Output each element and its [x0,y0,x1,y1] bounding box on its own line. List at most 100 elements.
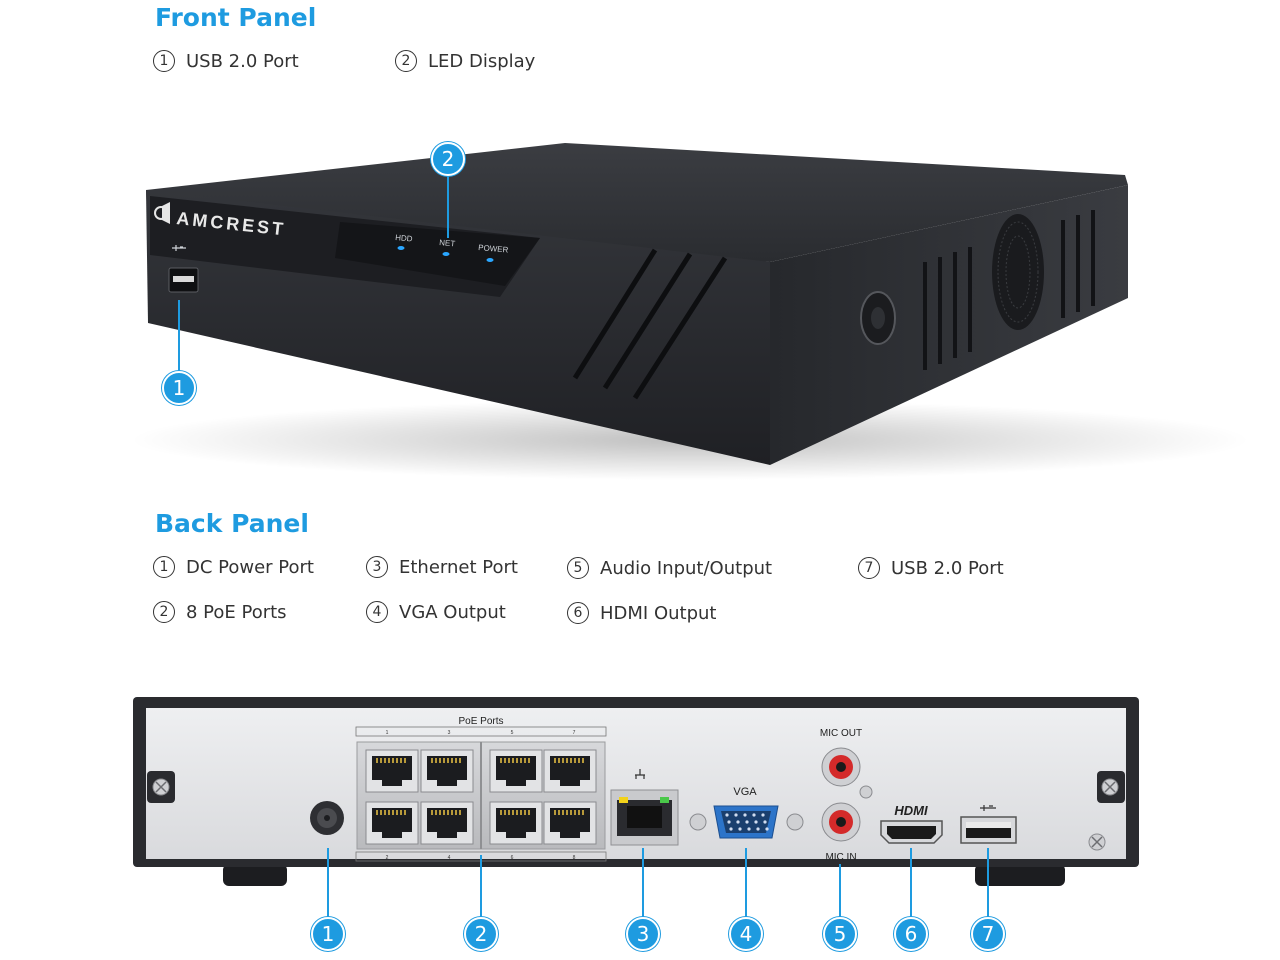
vga-pin [754,820,758,824]
poe-top-number: 7 [573,730,576,736]
vga-pin [747,827,751,831]
mic-in-label: MIC IN [825,852,856,863]
poe-top-number: 1 [386,730,389,736]
back-callout-3: 3 [626,917,660,951]
legend-number: 2 [395,50,417,72]
legend-label: Ethernet Port [399,556,518,578]
poe-jack-icon [543,801,597,845]
back-legend-item-audio: 5 Audio Input/Output [567,557,772,579]
vga-label: VGA [733,786,757,798]
led-indicator-hdd [397,246,405,250]
poe-jack-icon [365,749,419,793]
vga-pin [729,827,733,831]
mic-in-jack-icon [821,802,861,842]
dc-power-port-icon [310,801,344,835]
legend-label: DC Power Port [186,556,314,578]
legend-number: 1 [153,556,175,578]
back-legend-item-vga: 4 VGA Output [366,601,506,623]
hdmi-label: HDMI [894,803,928,818]
led-label-hdd: HDD [395,233,413,243]
vga-pin [761,813,765,817]
poe-bottom-number: 6 [511,855,514,861]
vga-pin [727,820,731,824]
vga-pin [745,820,749,824]
device-foot-right [975,864,1065,886]
legend-number: 2 [153,601,175,623]
led-indicator-net [442,252,450,256]
legend-label: HDMI Output [600,602,717,624]
side-vent-slits [923,210,1095,370]
device-foot-left [223,864,287,886]
legend-number: 6 [567,602,589,624]
legend-label: USB 2.0 Port [186,50,299,72]
led-label-net: NET [439,238,456,248]
back-callout-lines [327,848,989,918]
back-legend-item-poe: 2 8 PoE Ports [153,601,287,623]
front-vent-slits [572,248,728,400]
legend-label: USB 2.0 Port [891,557,1004,579]
back-callout-6: 6 [894,917,928,951]
back-callout-1: 1 [311,917,345,951]
led-label-power: POWER [478,243,509,255]
back-callout-2: 2 [464,917,498,951]
side-fan-grille [992,214,1044,330]
legend-number: 5 [567,557,589,579]
legend-number: 1 [153,50,175,72]
mic-out-label: MIC OUT [820,728,862,739]
poe-top-number: 3 [448,730,451,736]
legend-number: 7 [858,557,880,579]
poe-bottom-number: 4 [448,855,451,861]
poe-top-number: 5 [511,730,514,736]
poe-ports-label: PoE Ports [458,716,503,727]
poe-top-number-strip [355,726,607,737]
back-legend-item-hdmi: 6 HDMI Output [567,602,716,624]
vga-pin [736,820,740,824]
back-callout-4: 4 [729,917,763,951]
vga-pin [765,827,769,831]
screw-icon [1088,833,1106,851]
front-device-illustration: AMCREST HDD NET POWER [130,143,1250,480]
back-legend-item-ethernet: 3 Ethernet Port [366,556,518,578]
legend-number: 4 [366,601,388,623]
led-display-panel [335,222,540,286]
screw-icon [1097,771,1125,803]
vga-pins [725,813,769,831]
front-callout-1: 1 [162,371,196,405]
brand-logo-icon [154,202,170,224]
poe-jack-icon [365,801,419,845]
front-usb-port-icon [168,245,199,293]
poe-bottom-number: 8 [573,855,576,861]
mic-out-jack-icon [821,747,873,799]
front-legend-item-led: 2 LED Display [395,50,535,72]
legend-label: 8 PoE Ports [186,601,287,623]
poe-jack-icon [489,801,543,845]
back-legend-item-power: 1 DC Power Port [153,556,314,578]
usb-port-icon [960,805,1017,844]
back-panel-title: Back Panel [155,509,309,538]
poe-jacks [365,749,597,845]
front-legend-item-usb: 1 USB 2.0 Port [153,50,299,72]
screw-icon [147,771,175,803]
poe-jack-icon [543,749,597,793]
legend-number: 3 [366,556,388,578]
poe-jack-icon [420,801,474,845]
vga-pin [725,813,729,817]
back-legend-item-usb: 7 USB 2.0 Port [858,557,1004,579]
back-callout-7: 7 [971,917,1005,951]
vga-pin [743,813,747,817]
front-panel-title: Front Panel [155,3,317,32]
vga-pin [756,827,760,831]
back-callout-5: 5 [823,917,857,951]
poe-jack-icon [489,749,543,793]
hdmi-port-icon [880,820,943,844]
front-callout-2: 2 [431,142,465,176]
vga-pin [734,813,738,817]
led-indicator-power [486,258,494,262]
poe-bottom-number: 2 [386,855,389,861]
legend-label: Audio Input/Output [600,557,773,579]
ethernet-port-icon [610,769,679,846]
vga-pin [752,813,756,817]
vga-pin [763,820,767,824]
side-screw-icon [860,291,896,345]
